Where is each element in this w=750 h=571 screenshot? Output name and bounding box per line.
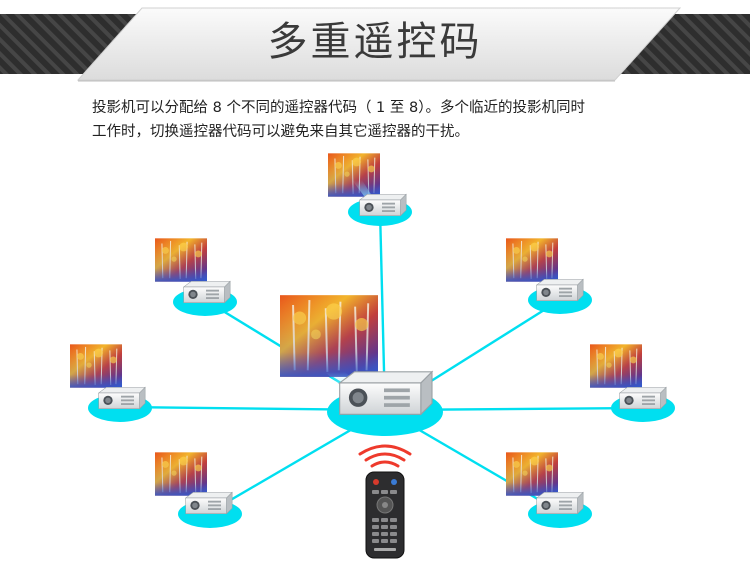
projector-icon <box>359 193 407 217</box>
projector-unit-upper-right <box>506 237 592 314</box>
description-line-1: 投影机可以分配给 8 个不同的遥控器代码（ 1 至 8）。多个临近的投影机同时 <box>92 100 585 116</box>
description-line-2: 工作时，切换遥控器代码可以避免来自其它遥控器的干扰。 <box>92 124 469 140</box>
page-title: 多重遥控码 <box>267 19 483 65</box>
projector-icon <box>183 280 231 304</box>
projector-icon <box>338 370 433 416</box>
projector-unit-right <box>590 343 675 422</box>
projector-icon <box>185 491 233 515</box>
projector-icon <box>536 491 584 515</box>
projected-image <box>590 343 642 389</box>
wireless-signal-icon <box>358 444 412 468</box>
banner-graphic <box>0 7 750 82</box>
projector-unit-lower-left <box>155 451 242 528</box>
projected-image <box>328 152 380 198</box>
projected-image <box>506 237 558 283</box>
projector-icon <box>98 386 146 410</box>
projector-icon <box>536 278 584 302</box>
multi-remote-diagram <box>70 152 675 559</box>
projector-icon <box>619 386 667 410</box>
projector-unit-upper-left <box>155 237 237 316</box>
projected-image <box>70 343 122 389</box>
projector-unit-lower-right <box>506 451 592 528</box>
header-banner: 多重遥控码 <box>0 0 750 90</box>
remote-control-icon <box>365 471 405 559</box>
description-text: 投影机可以分配给 8 个不同的遥控器代码（ 1 至 8）。多个临近的投影机同时 … <box>92 96 712 144</box>
projected-image <box>155 237 207 283</box>
projected-image <box>506 451 558 497</box>
projected-image-main <box>280 294 378 378</box>
projected-image <box>155 451 207 497</box>
projector-unit-left <box>70 343 152 422</box>
projector-unit-center <box>280 294 443 436</box>
projector-unit-top <box>328 152 412 226</box>
